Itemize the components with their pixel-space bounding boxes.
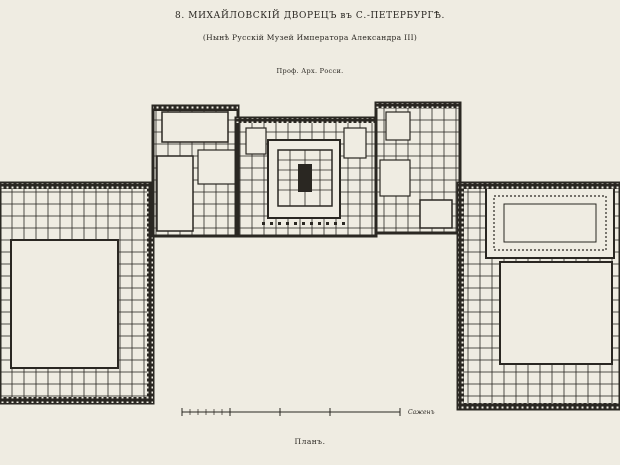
central-block <box>151 101 462 238</box>
document-author: Проф. Арх. Росси. <box>276 67 344 75</box>
grand-staircase <box>277 149 333 207</box>
right-wing <box>456 181 620 411</box>
plan-caption: Планъ. <box>294 437 326 446</box>
document-subtitle: (Нынѣ Русскій Музей Императора Александр… <box>202 33 418 42</box>
portico-colonnade <box>262 222 345 225</box>
scale-bar <box>181 408 401 416</box>
document-title: 8. МИХАЙЛОВСКІЙ ДВОРЕЦЪ въ С.-ПЕТЕРБУРГѢ… <box>175 11 445 21</box>
left-wing <box>0 181 155 405</box>
scale-unit-label: Саженъ <box>408 409 435 416</box>
